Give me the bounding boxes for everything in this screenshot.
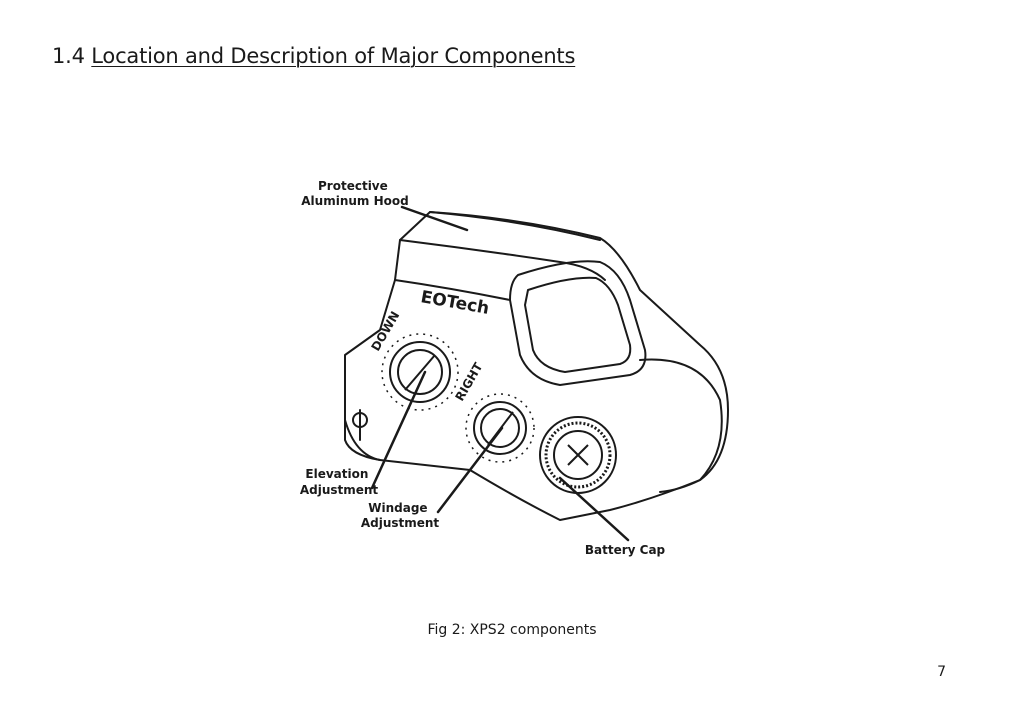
hood-label-line-1: Protective [318, 179, 388, 193]
elevation-dial [381, 333, 459, 411]
elevation-label: Elevation Adjustment [300, 467, 379, 497]
figure-caption: Fig 2: XPS2 components [427, 622, 597, 638]
hood-inner-edge [429, 211, 601, 241]
dial-mark-down: DOWN [368, 309, 402, 354]
hood-label-line-2: Aluminum Hood [301, 194, 408, 208]
elevation-label-line-2: Adjustment [300, 483, 379, 497]
battery-label: Battery Cap [585, 543, 666, 557]
hood-label: Protective Aluminum Hood [301, 179, 408, 208]
section-number: 1.4 [52, 44, 85, 68]
window-opening [509, 260, 647, 386]
elevation-label-line-1: Elevation [305, 467, 368, 481]
battery-callout-line [558, 476, 630, 542]
mount-screw [352, 412, 368, 428]
hood-callout-line [400, 205, 469, 232]
brand-logo: EOTech [419, 287, 491, 319]
section-title: Location and Description of Major Compon… [91, 44, 576, 68]
windage-callout-line [436, 426, 504, 514]
hood-top-rim [399, 239, 606, 281]
battery-cap [539, 416, 617, 494]
windage-dial [465, 393, 535, 463]
battery-label-line-1: Battery Cap [585, 543, 666, 557]
windage-label-line-1: Windage [368, 501, 427, 515]
page-number: 7 [937, 664, 946, 680]
window-inner [524, 276, 632, 373]
hood-side-line [394, 279, 511, 301]
base-rail [344, 409, 381, 461]
battery-housing [639, 358, 723, 493]
elevation-callout-line [370, 370, 427, 490]
windage-label-line-2: Adjustment [361, 516, 440, 530]
section-heading: 1.4 Location and Description of Major Co… [52, 44, 575, 68]
windage-label: Windage Adjustment [361, 501, 440, 530]
